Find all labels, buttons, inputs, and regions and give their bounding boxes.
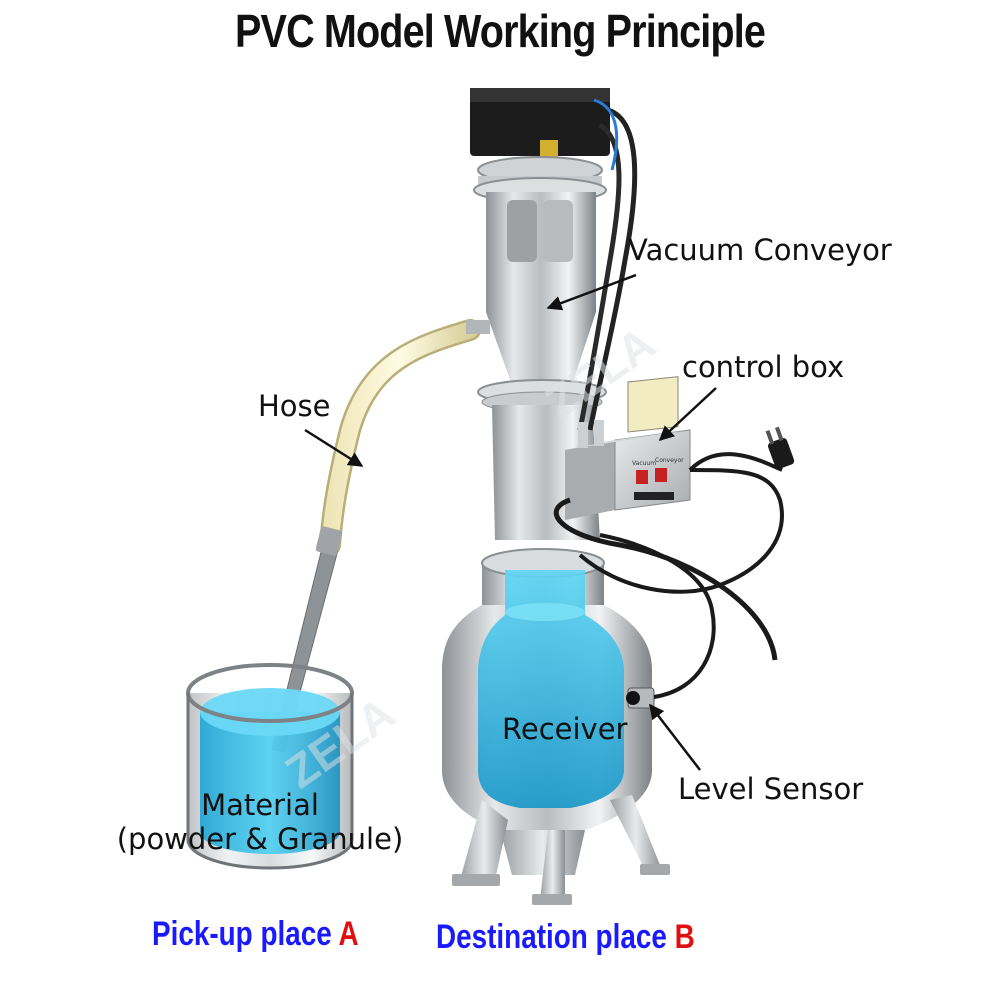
destination-place-text: Destination place	[436, 918, 675, 956]
arrow-level-sensor	[649, 703, 701, 771]
pickup-place-letter: A	[338, 915, 359, 953]
pickup-place-label: Pick-up place A	[152, 915, 359, 954]
plug-icon	[765, 426, 795, 469]
material-bucket	[186, 663, 354, 870]
panel-label-vacuum: Vacuum	[632, 460, 656, 467]
label-material-line2: (powder & Granule)	[116, 822, 404, 856]
label-material-line1: Material	[201, 788, 319, 822]
control-box: Vacuum Conveyor	[565, 376, 691, 520]
pickup-place-text: Pick-up place	[152, 915, 339, 953]
label-vacuum-conveyor: Vacuum Conveyor	[628, 233, 892, 267]
level-sensor-cable	[599, 533, 716, 699]
receiver-tank	[442, 548, 670, 905]
power-cable	[578, 468, 784, 594]
destination-place-label: Destination place B	[436, 918, 695, 957]
arrow-vacuum-conveyor	[546, 273, 637, 311]
vacuum-conveyor	[466, 88, 610, 540]
lance-coupling	[315, 526, 343, 556]
sensor-cable	[553, 497, 778, 661]
arrow-control-box	[658, 387, 717, 442]
label-control-box: control box	[682, 350, 845, 384]
arrow-hose	[304, 428, 364, 468]
destination-place-letter: B	[674, 918, 695, 956]
label-receiver: Receiver	[502, 712, 628, 746]
level-sensor-head	[626, 691, 640, 705]
hose-tube-highlight	[321, 321, 479, 554]
panel-label-conveyor: Conveyor	[655, 457, 684, 464]
power-cable-to-plug	[688, 452, 783, 472]
label-material: Material (powder & Granule)	[100, 788, 420, 856]
label-hose: Hose	[258, 389, 331, 423]
label-level-sensor: Level Sensor	[678, 772, 864, 806]
page-title: PVC Model Working Principle	[235, 5, 766, 57]
